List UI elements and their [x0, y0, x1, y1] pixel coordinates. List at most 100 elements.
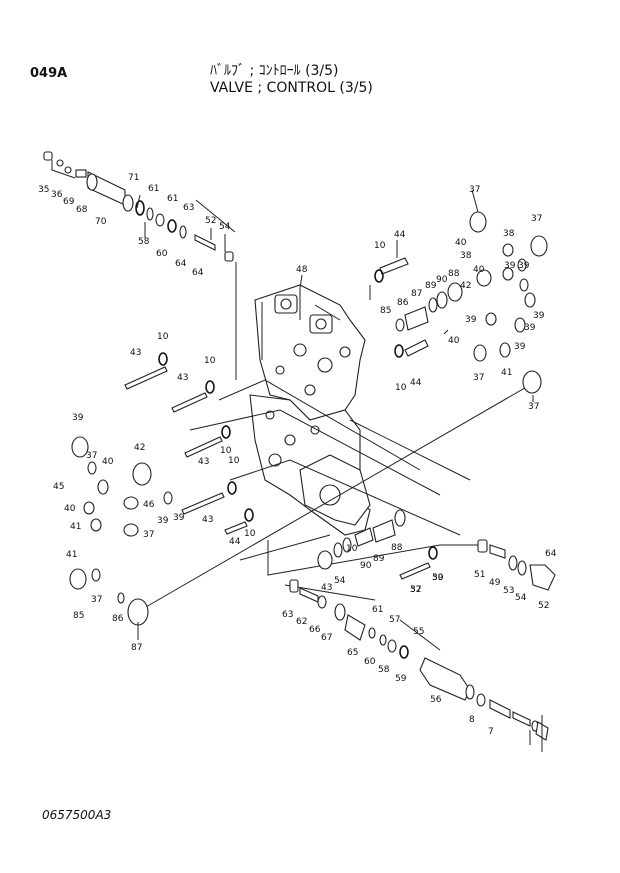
orings-10 — [158, 269, 438, 560]
callout-61: 61 — [148, 184, 159, 194]
callout-40e: 41 — [66, 550, 77, 560]
callout-87: 87 — [411, 289, 422, 299]
callout-86: 86 — [397, 298, 409, 308]
leader-lines — [136, 189, 543, 752]
callout-57: 56 — [430, 695, 442, 705]
callout-37h: 87 — [131, 643, 142, 653]
callout-38b: 38 — [460, 251, 472, 261]
callout-54c: 63 — [282, 610, 293, 620]
callout-42b: 46 — [143, 500, 155, 510]
callout-65: 58 — [378, 665, 390, 675]
callout-54: 54 — [219, 222, 231, 232]
callout-52b: 49 — [489, 578, 501, 588]
callout-44: 44 — [394, 230, 406, 240]
callout-45: 39 — [157, 516, 169, 526]
callout-39a: 39 — [504, 261, 516, 271]
callout-35: 35 — [38, 185, 49, 195]
seal-rings-right — [469, 211, 548, 394]
callout-71: 71 — [128, 173, 139, 183]
callout-58: 58 — [138, 237, 150, 247]
callout-89b: 10 — [346, 544, 358, 554]
seal-rings-left — [69, 436, 173, 626]
callout-64: 64 — [175, 259, 187, 269]
callout-41: 41 — [501, 368, 512, 378]
plug-cluster-right-upper — [395, 282, 463, 332]
callout-60b: 57 — [389, 615, 400, 625]
callout-55: 7 — [488, 727, 494, 737]
callout-48: 48 — [296, 265, 308, 275]
callout-37d: 37 — [528, 402, 539, 412]
callout-10d: 10 — [204, 356, 216, 366]
callout-10c: 10 — [157, 332, 169, 342]
guide-lines — [51, 160, 531, 651]
callout-38: 38 — [503, 229, 515, 239]
callout-39k: 37 — [143, 530, 154, 540]
callout-39i: 40 — [64, 504, 76, 514]
callout-40d: 45 — [53, 482, 64, 492]
bolts-43 — [124, 257, 431, 580]
callout-61c: 59 — [395, 674, 407, 684]
callout-85: 85 — [380, 306, 391, 316]
callout-39b: 39 — [518, 261, 530, 271]
callout-43d: 43 — [202, 515, 213, 525]
callout-67: 61 — [372, 605, 383, 615]
callout-44b: 44 — [410, 378, 422, 388]
callout-68: 68 — [76, 205, 88, 215]
callout-49: 52 — [538, 601, 549, 611]
callout-40c: 40 — [448, 336, 460, 346]
spool-parts-center — [317, 509, 406, 570]
callout-46: 39 — [173, 513, 185, 523]
callout-53: 64 — [545, 549, 557, 559]
callout-39e: 39 — [465, 315, 477, 325]
callout-37a: 37 — [469, 185, 480, 195]
callout-37g: 85 — [73, 611, 84, 621]
callout-85b: 88 — [391, 543, 403, 553]
valve-block-upper — [254, 284, 366, 421]
callout-88b: 43 — [321, 583, 332, 593]
callout-41b: 37 — [91, 595, 102, 605]
title-japanese: ﾊﾞﾙﾌﾞ ; ｺﾝﾄﾛｰﾙ (3/5) — [210, 63, 339, 79]
callout-40a: 40 — [455, 238, 467, 248]
callout-36: 36 — [51, 190, 63, 200]
callout-43f: 52 — [410, 585, 421, 595]
callout-52: 52 — [205, 216, 216, 226]
callout-42: 42 — [460, 281, 471, 291]
spool-assembly-lower — [289, 579, 549, 741]
callout-10: 10 — [374, 241, 386, 251]
callout-54b: 51 — [474, 570, 485, 580]
callout-39j: 41 — [70, 522, 81, 532]
callout-66: 60 — [364, 657, 376, 667]
callout-37b: 37 — [531, 214, 542, 224]
callout-39g: 37 — [86, 451, 97, 461]
callout-10e: 10 — [220, 446, 232, 456]
plug-right-lower — [477, 539, 556, 591]
callout-69: 69 — [63, 197, 75, 207]
callout-41c: 86 — [112, 614, 124, 624]
callout-86b: 89 — [373, 554, 385, 564]
title-english: VALVE ; CONTROL (3/5) — [210, 80, 373, 96]
callout-87b: 90 — [360, 561, 372, 571]
callout-60: 60 — [156, 249, 168, 259]
callout-58b: 55 — [413, 627, 424, 637]
callout-59: 8 — [469, 715, 475, 725]
callout-39h: 40 — [102, 457, 114, 467]
callout-39c: 39 — [533, 311, 545, 321]
callout-62: 65 — [347, 648, 358, 658]
callout-51: 54 — [515, 593, 527, 603]
callout-10h: 39 — [432, 573, 444, 583]
callout-52c: 62 — [296, 617, 307, 627]
callout-10b: 10 — [395, 383, 407, 393]
callout-63: 63 — [183, 203, 194, 213]
callout-89: 89 — [425, 281, 437, 291]
callout-labels: 35 36 69 68 70 71 58 61 60 61 63 64 64 5… — [38, 173, 557, 737]
callout-70: 70 — [95, 217, 107, 227]
callout-90b: 54 — [334, 576, 346, 586]
callout-43c: 43 — [198, 457, 209, 467]
page-code: 049A — [30, 66, 68, 81]
spool-assembly-top-left — [43, 151, 234, 262]
callout-88: 88 — [448, 269, 460, 279]
callout-39d: 39 — [524, 323, 536, 333]
callout-10i: 50 — [432, 573, 444, 583]
callout-61b: 61 — [167, 194, 178, 204]
